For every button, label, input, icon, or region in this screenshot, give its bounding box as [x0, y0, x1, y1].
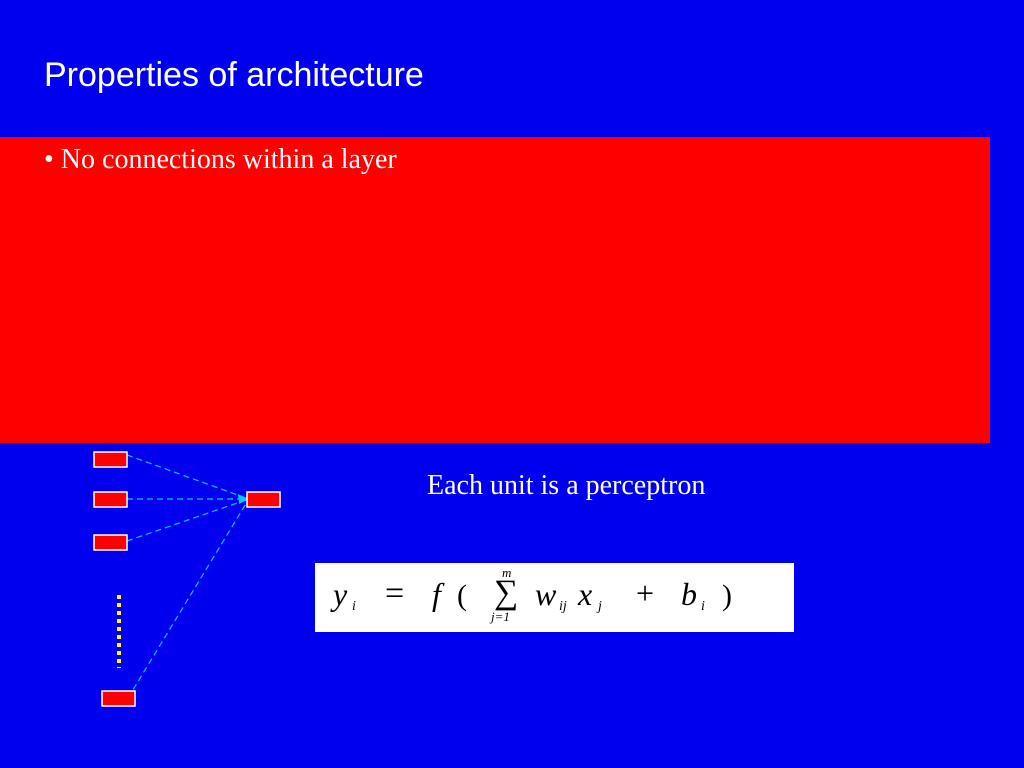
slide-title: Properties of architecture: [44, 56, 424, 94]
caption: Each unit is a perceptron: [427, 470, 706, 501]
formula-b: b: [681, 576, 697, 612]
formula-upper-limit: m: [502, 565, 511, 580]
input-unit: [101, 690, 136, 707]
formula-close-paren: ): [722, 579, 732, 612]
formula-lower-limit: j=1: [489, 609, 510, 624]
formula-sub-j: j: [596, 599, 602, 614]
output-unit: [246, 491, 281, 508]
bullet-point: • No connections within a layer: [44, 144, 397, 175]
formula-plus: +: [636, 575, 654, 611]
formula-sigma: ∑: [494, 574, 518, 611]
input-unit: [93, 451, 128, 468]
formula-sub-bi: i: [701, 599, 705, 614]
formula-x: x: [577, 576, 592, 612]
connection-line: [126, 499, 247, 542]
formula-f: f: [432, 576, 445, 612]
formula-sub-ij: ij: [559, 599, 567, 614]
input-unit: [93, 491, 128, 508]
formula-y: y: [330, 576, 348, 612]
red-panel: [0, 137, 990, 443]
perceptron-formula: y i = f ( m ∑ j=1 w ij x j + b i ): [315, 563, 794, 632]
connection-line: [127, 501, 248, 699]
input-unit: [93, 534, 128, 551]
formula-equals: =: [385, 575, 404, 612]
connection-line: [126, 454, 247, 499]
formula-w: w: [535, 576, 557, 612]
formula-sub-i: i: [352, 599, 356, 614]
arrowhead: [238, 494, 248, 504]
formula-open-paren: (: [457, 579, 467, 612]
